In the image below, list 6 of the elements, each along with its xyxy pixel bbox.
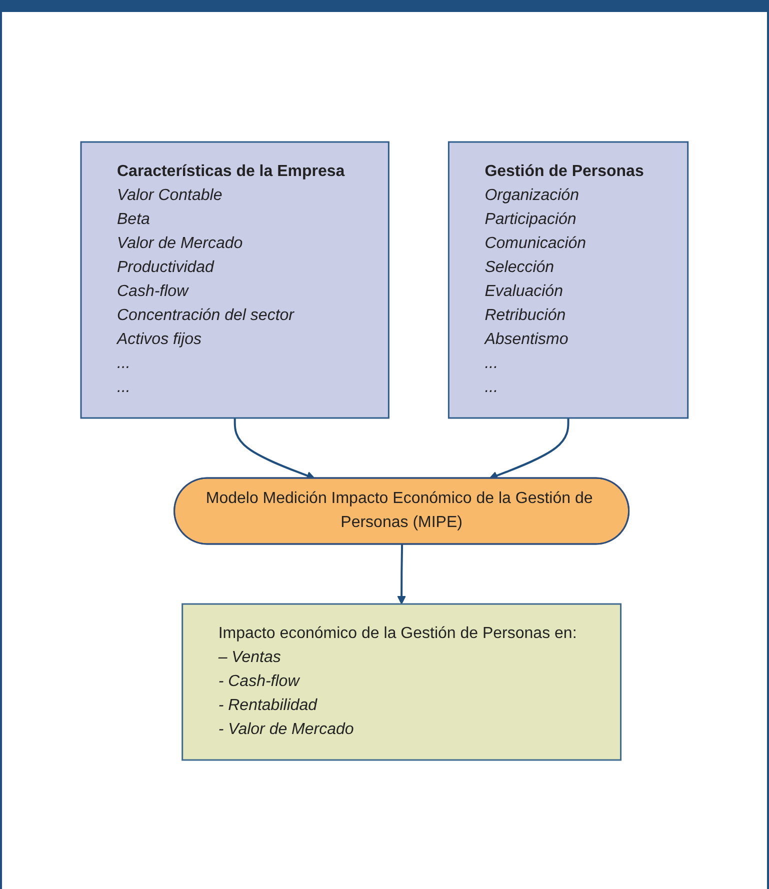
arrow	[489, 418, 570, 480]
arrow	[234, 418, 316, 480]
arrow	[397, 544, 406, 604]
node-box: Características de la Empresa Valor Contable Beta Valor de Mercado Productividad Cash-flow Concentración del sector Activos fijos ... ...	[80, 140, 390, 418]
node-box: Gestión de Personas Organización Participación Comunicación Selección Evaluación Retribución Absentismo ... ...	[448, 140, 689, 418]
node-box: Impacto económico de la Gestión de Personas en: – Ventas - Cash-flow - Rentabilidad - Valor de Mercado	[182, 602, 622, 760]
